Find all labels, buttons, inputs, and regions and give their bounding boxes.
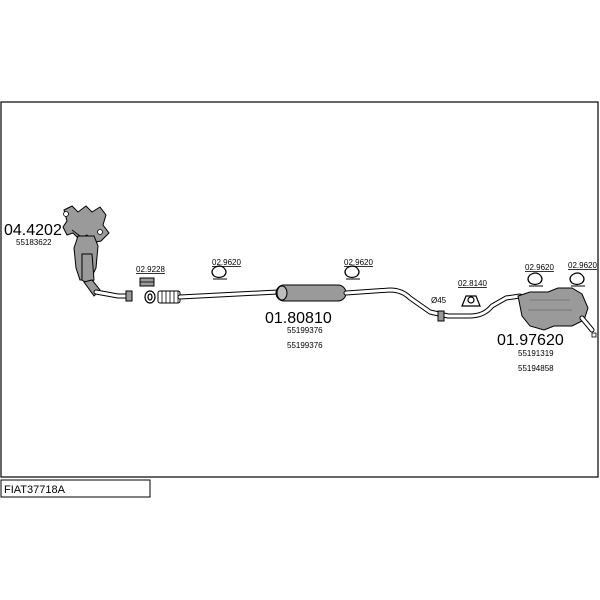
part-number-middle: 01.80810 [265, 310, 332, 327]
code-clamp-1: 02.9228 [136, 265, 165, 274]
title-box [0, 479, 151, 498]
clamp-02-9228[interactable] [139, 277, 156, 304]
part-ref-middle-2: 55199376 [287, 341, 323, 350]
middle-silencer[interactable] [275, 284, 347, 302]
code-hanger-5: 02.9620 [568, 261, 597, 270]
part-ref-manifold: 55183622 [16, 238, 52, 247]
code-hanger-3: 02.8140 [458, 279, 487, 288]
hanger-2[interactable] [344, 265, 360, 280]
tailpipe-tip [591, 332, 597, 338]
diagram-frame [0, 101, 599, 478]
part-number-manifold: 04.4202 [4, 222, 62, 239]
hanger-3[interactable] [461, 295, 481, 307]
part-ref-rear-1: 55191319 [518, 349, 554, 358]
part-ref-rear-2: 55194858 [518, 364, 554, 373]
hanger-1[interactable] [211, 265, 227, 280]
front-pipe[interactable] [93, 289, 133, 302]
part-ref-middle-1: 55199376 [287, 326, 323, 335]
code-hanger-1: 02.9620 [212, 258, 241, 267]
title-label: FIAT37718A [4, 484, 66, 496]
rear-silencer[interactable] [517, 287, 595, 333]
pipe-diameter-label: Ø45 [431, 296, 447, 305]
rear-pipe[interactable] [343, 287, 523, 322]
hanger-5[interactable] [569, 272, 585, 287]
manifold-catalyst[interactable] [62, 205, 110, 297]
hanger-4[interactable] [527, 272, 543, 287]
intermediate-pipe[interactable] [177, 289, 281, 300]
part-number-rear: 01.97620 [497, 332, 564, 349]
code-hanger-2: 02.9620 [344, 258, 373, 267]
flex-joint[interactable] [157, 290, 181, 304]
code-hanger-4: 02.9620 [525, 263, 554, 272]
